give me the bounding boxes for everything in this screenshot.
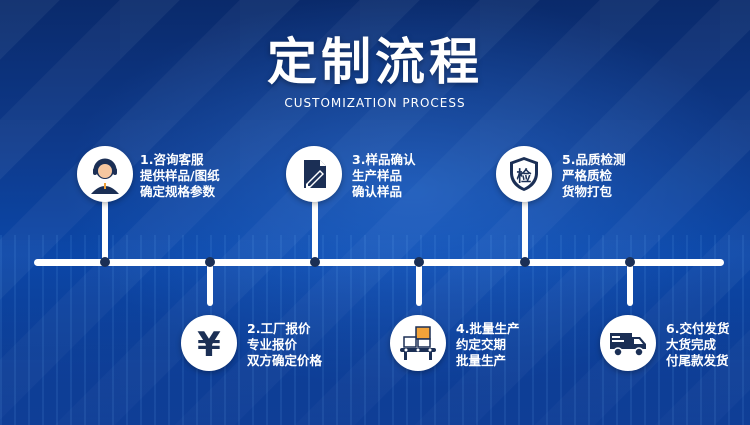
step-5-line-2: 严格质检 <box>562 168 613 183</box>
conveyor-icon <box>396 321 440 365</box>
step-2-stem <box>207 262 213 306</box>
step-5-title: 5.品质检测 <box>562 152 626 167</box>
step-6-line-2: 大货完成 <box>666 337 717 352</box>
step-2-label: 2.工厂报价 专业报价 双方确定价格 <box>247 321 322 369</box>
step-4-node <box>414 257 424 267</box>
step-1-title: 1.咨询客服 <box>140 152 204 167</box>
step-2-title: 2.工厂报价 <box>247 321 311 336</box>
step-6-stem <box>627 262 633 306</box>
step-6-icon-circle <box>600 315 656 371</box>
step-3-line-3: 确认样品 <box>352 184 403 199</box>
step-2-line-2: 专业报价 <box>247 337 298 352</box>
step-2-node <box>205 257 215 267</box>
step-5-line-3: 货物打包 <box>562 184 613 199</box>
step-6-label: 6.交付发货 大货完成 付尾款发货 <box>666 321 729 369</box>
yen-icon: ¥ <box>189 323 229 363</box>
step-6-line-3: 付尾款发货 <box>666 353 729 368</box>
page-title: 定制流程 <box>267 33 483 91</box>
step-1-stem <box>102 200 108 262</box>
step-4-title: 4.批量生产 <box>456 321 520 336</box>
step-5-label: 5.品质检测 严格质检 货物打包 <box>562 152 625 200</box>
step-5-stem <box>522 200 528 262</box>
step-1-line-3: 确定规格参数 <box>140 184 216 199</box>
step-6-node <box>625 257 635 267</box>
inspection-shield-icon: 检 <box>503 153 545 195</box>
step-6-title: 6.交付发货 <box>666 321 730 336</box>
step-4-line-2: 约定交期 <box>456 337 507 352</box>
step-2-line-3: 双方确定价格 <box>247 353 323 368</box>
step-3-line-2: 生产样品 <box>352 168 403 183</box>
step-4-stem <box>416 262 422 306</box>
step-1-icon-circle <box>77 146 133 202</box>
step-3-label: 3.样品确认 生产样品 确认样品 <box>352 152 415 200</box>
step-5-node <box>520 257 530 267</box>
step-1-node <box>100 257 110 267</box>
step-3-icon-circle <box>286 146 342 202</box>
svg-text:¥: ¥ <box>197 325 221 363</box>
step-5-icon-circle: 检 <box>496 146 552 202</box>
step-3-node <box>310 257 320 267</box>
step-2-icon-circle: ¥ <box>181 315 237 371</box>
step-3-stem <box>312 200 318 262</box>
inspection-badge-text: 检 <box>516 167 531 185</box>
delivery-truck-icon <box>606 321 650 365</box>
step-4-icon-circle <box>390 315 446 371</box>
edit-document-icon <box>294 154 334 194</box>
page-subtitle: CUSTOMIZATION PROCESS <box>284 96 466 110</box>
step-4-label: 4.批量生产 约定交期 批量生产 <box>456 321 519 369</box>
step-1-line-2: 提供样品/图纸 <box>140 168 220 183</box>
step-3-title: 3.样品确认 <box>352 152 416 167</box>
step-4-line-3: 批量生产 <box>456 353 507 368</box>
step-1-label: 1.咨询客服 提供样品/图纸 确定规格参数 <box>140 152 220 200</box>
timeline-bar <box>34 259 724 266</box>
customer-service-icon <box>83 152 127 196</box>
